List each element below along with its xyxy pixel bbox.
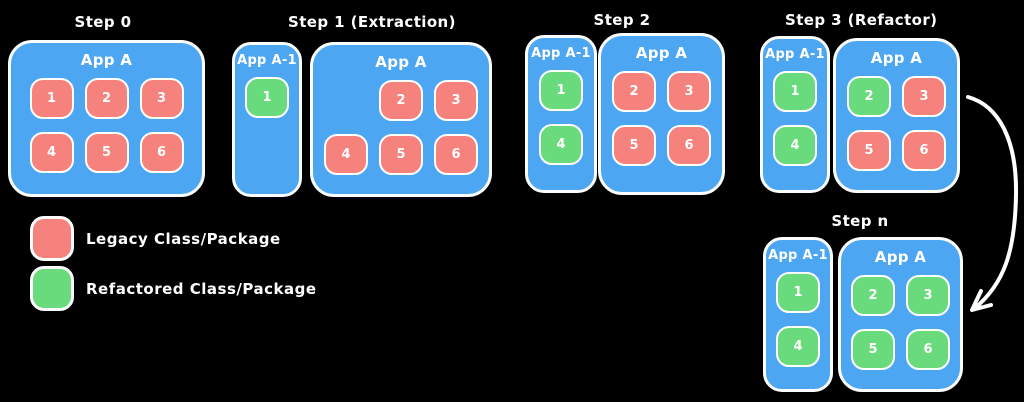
class-box-6: 6 bbox=[139, 132, 184, 173]
class-box-4: 4 bbox=[776, 326, 820, 367]
app-a-label: App A bbox=[874, 248, 927, 266]
legend-refactored-label: Refactored Class/Package bbox=[86, 280, 317, 298]
class-box-3: 3 bbox=[139, 78, 184, 119]
class-box-6: 6 bbox=[667, 125, 711, 166]
step-1-app-a1-grid: 1 bbox=[235, 77, 299, 118]
class-box-1: 1 bbox=[245, 77, 289, 118]
class-box-5: 5 bbox=[847, 130, 891, 171]
app-a1-label: App A-1 bbox=[768, 248, 828, 263]
legend-legacy-swatch bbox=[30, 216, 74, 261]
app-a1-label: App A-1 bbox=[237, 53, 297, 68]
class-box-4: 4 bbox=[539, 124, 583, 165]
class-box-1: 1 bbox=[539, 70, 583, 111]
step-3-app-a-container: App A 2 3 5 6 bbox=[833, 38, 960, 193]
step-3-app-a-grid: 2 3 5 6 bbox=[836, 76, 957, 171]
class-box-5: 5 bbox=[612, 125, 656, 166]
app-a-label: App A bbox=[80, 51, 133, 69]
step-n-app-a1-grid: 1 4 bbox=[766, 272, 830, 367]
step-2-app-a1-container: App A-1 1 4 bbox=[525, 35, 597, 193]
class-box-5: 5 bbox=[84, 132, 129, 173]
step-2-app-a1-grid: 1 4 bbox=[528, 70, 594, 165]
step-1-app-a-container: App A 2 3 4 5 6 bbox=[310, 42, 492, 197]
app-a1-label: App A-1 bbox=[531, 46, 591, 61]
step-0-app-a-container: App A 1 2 3 4 5 6 bbox=[8, 40, 205, 197]
class-box-2: 2 bbox=[379, 80, 423, 121]
app-a-label: App A bbox=[635, 44, 688, 62]
legend-refactored-swatch bbox=[30, 266, 74, 311]
curved-arrow-icon bbox=[966, 95, 1019, 312]
step-3-title: Step 3 (Refactor) bbox=[785, 11, 938, 29]
step-0-title: Step 0 bbox=[74, 13, 132, 31]
class-box-2: 2 bbox=[851, 275, 895, 316]
step-n-title: Step n bbox=[831, 212, 889, 230]
class-box-6: 6 bbox=[902, 130, 946, 171]
class-box-3: 3 bbox=[434, 80, 478, 121]
step-0-app-a-grid: 1 2 3 4 5 6 bbox=[11, 78, 202, 173]
step-1-title: Step 1 (Extraction) bbox=[288, 13, 456, 31]
step-3-app-a1-grid: 1 4 bbox=[763, 71, 827, 166]
step-n-app-a1-container: App A-1 1 4 bbox=[763, 237, 833, 392]
class-box-1: 1 bbox=[776, 272, 820, 313]
class-box-5: 5 bbox=[379, 134, 423, 175]
step-2-title: Step 2 bbox=[593, 11, 651, 29]
class-box-2: 2 bbox=[84, 78, 129, 119]
step-3-app-a1-container: App A-1 1 4 bbox=[760, 36, 830, 193]
class-box-2: 2 bbox=[612, 71, 656, 112]
class-box-5: 5 bbox=[851, 329, 895, 370]
class-box-3: 3 bbox=[667, 71, 711, 112]
legend-legacy-label: Legacy Class/Package bbox=[86, 230, 281, 248]
app-a1-label: App A-1 bbox=[765, 47, 825, 62]
class-box-4: 4 bbox=[773, 125, 817, 166]
step-1-app-a1-container: App A-1 1 bbox=[232, 42, 302, 197]
class-box-6: 6 bbox=[434, 134, 478, 175]
class-box-1: 1 bbox=[29, 78, 74, 119]
step-1-app-a-grid: 2 3 4 5 6 bbox=[313, 80, 489, 175]
step-n-app-a-container: App A 2 3 5 6 bbox=[838, 237, 963, 392]
step-2-app-a-grid: 2 3 5 6 bbox=[601, 71, 722, 166]
app-a-label: App A bbox=[870, 49, 923, 67]
class-box-4: 4 bbox=[29, 132, 74, 173]
class-box-3: 3 bbox=[902, 76, 946, 117]
step-n-app-a-grid: 2 3 5 6 bbox=[841, 275, 960, 370]
app-a-label: App A bbox=[375, 53, 427, 71]
class-box-6: 6 bbox=[906, 329, 950, 370]
class-box-3: 3 bbox=[906, 275, 950, 316]
class-box-4: 4 bbox=[324, 134, 368, 175]
step-2-app-a-container: App A 2 3 5 6 bbox=[598, 33, 725, 195]
class-box-1: 1 bbox=[773, 71, 817, 112]
class-box-2: 2 bbox=[847, 76, 891, 117]
